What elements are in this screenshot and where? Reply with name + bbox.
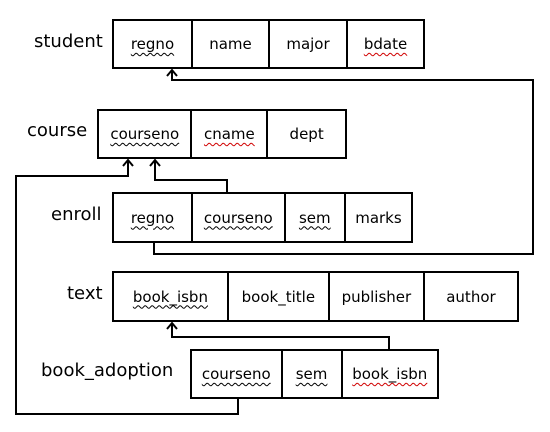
table-text: book_isbn book_title publisher author [112,271,519,322]
table-label-student: student [34,31,103,52]
table-student: regno name major bdate [112,19,425,69]
table-book-adoption: courseno sem book_isbn [190,349,439,399]
column-cname: cname [190,111,266,157]
column-author: author [422,273,517,320]
column-book-title: book_title [226,273,328,320]
fk-arrow-enroll-courseno [154,160,228,192]
column-name: name [190,21,268,67]
arrowhead-text-book-isbn [166,321,178,330]
column-courseno: courseno [190,194,284,241]
column-marks: marks [343,194,411,241]
column-book-isbn: book_isbn [340,351,437,397]
column-regno: regno [130,208,175,227]
column-courseno: courseno [110,125,180,143]
column-bdate: bdate [346,21,423,67]
column-publisher: publisher [327,273,423,320]
column-sem: sem [283,194,344,241]
column-book-isbn: book_isbn [132,287,208,306]
table-enroll: regno courseno sem marks [112,192,413,243]
arrowhead-student-regno [166,68,178,77]
column-dept: dept [266,111,345,157]
fk-arrow-book-adoption-isbn [171,323,390,349]
table-label-course: course [27,120,88,141]
table-label-book-adoption: book_adoption [41,360,174,381]
column-regno: regno [130,35,175,53]
column-major: major [268,21,346,67]
arrowhead-course-courseno-1 [149,158,161,167]
table-label-text: text [67,283,103,304]
table-course: courseno cname dept [97,109,347,159]
table-label-enroll: enroll [51,204,102,225]
arrowhead-course-courseno-2 [122,158,134,167]
column-courseno: courseno [201,365,271,383]
column-sem: sem [280,351,341,397]
